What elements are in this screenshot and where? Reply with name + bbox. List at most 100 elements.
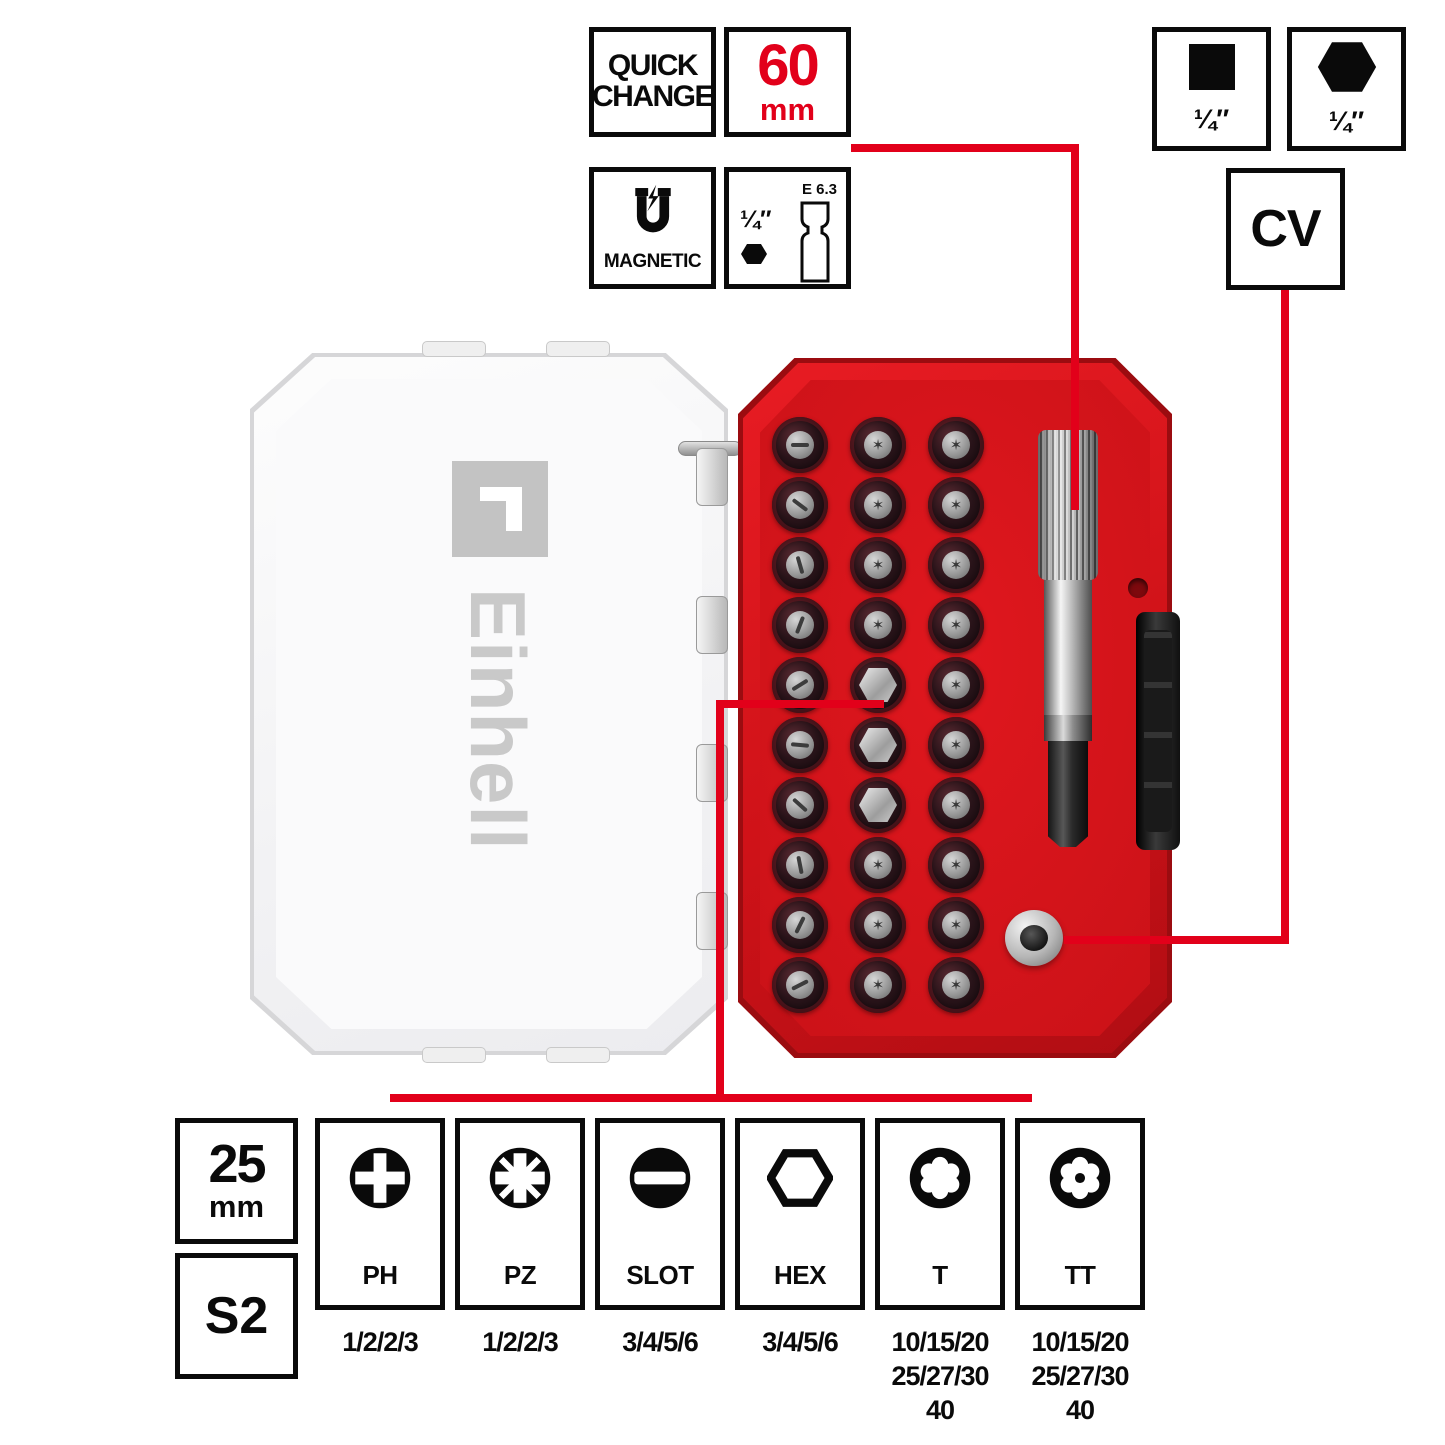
bit-socket: ✶	[850, 477, 906, 533]
case-hole	[1128, 578, 1148, 598]
hex-shank-profile-icon	[795, 200, 835, 289]
torx-bit-tip: ✶	[942, 971, 970, 999]
shank-length-value: 60	[757, 32, 819, 98]
torx-bit-tip: ✶	[864, 611, 892, 639]
torx-bit-tip: ✶	[864, 851, 892, 879]
torx-bit-tip: ✶	[864, 911, 892, 939]
bit-socket: ✶	[928, 417, 984, 473]
bit-socket: ✶	[928, 477, 984, 533]
bit-socket: ✶	[928, 897, 984, 953]
quick-change-line2: CHANGE	[592, 80, 715, 113]
badge-s2: S2	[175, 1253, 298, 1379]
case-lid: Einhell	[250, 341, 728, 1063]
shank-length-unit: mm	[759, 92, 816, 128]
callout-line-bits-horizontal	[716, 700, 884, 708]
callout-line-bottom-bracket	[390, 1094, 1032, 1102]
torx-bit-tip: ✶	[942, 431, 970, 459]
hinge-knuckle	[696, 596, 728, 654]
torx-bit-tip: ✶	[864, 431, 892, 459]
square-drive-icon	[1188, 43, 1236, 96]
bit-socket	[772, 837, 828, 893]
slot-bit-tip	[786, 911, 814, 939]
bit-socket: ✶	[928, 657, 984, 713]
hex-drive-icon	[1317, 41, 1377, 98]
lid-latch-tab	[422, 341, 486, 357]
brand-logo-text: Einhell	[454, 588, 542, 851]
square-drive-size: ¼″	[1193, 104, 1230, 134]
badge-25mm: 25 mm	[175, 1118, 298, 1244]
hinge-knuckle	[696, 448, 728, 506]
badge-bit-profile: E 6.3 ¼″	[724, 167, 851, 289]
slot-bit-tip	[786, 851, 814, 879]
slot-bit-tip	[786, 431, 814, 459]
bit-socket: ✶	[928, 957, 984, 1013]
torx-bit-tip: ✶	[942, 911, 970, 939]
bit-socket	[772, 477, 828, 533]
torx-bit-tip: ✶	[942, 791, 970, 819]
bit-length-unit: mm	[208, 1189, 265, 1225]
torx-bit-tip: ✶	[864, 971, 892, 999]
hex-head-bit	[859, 668, 897, 702]
bit-socket	[772, 537, 828, 593]
slot-bit-tip	[786, 971, 814, 999]
slot-bit-tip	[786, 491, 814, 519]
steel-grade-label: S2	[204, 1287, 269, 1345]
slot-bit-tip	[786, 551, 814, 579]
quarter-inch-adapter	[1005, 910, 1063, 966]
bit-holder-knurl	[1038, 430, 1098, 580]
hex-drive-size: ¼″	[1328, 106, 1365, 136]
bit-socket: ✶	[850, 537, 906, 593]
bit-holder-hex-shank	[1048, 741, 1088, 847]
quick-change-line1: QUICK	[607, 49, 699, 83]
hex-head-bit	[859, 728, 897, 762]
hex-head-bit	[859, 788, 897, 822]
magnetic-label: MAGNETIC	[603, 250, 702, 272]
badge-magnetic: MAGNETIC	[589, 167, 716, 289]
torx-bit-tip: ✶	[942, 551, 970, 579]
callout-line-cv-vertical	[1281, 290, 1289, 944]
torx-bit-tip: ✶	[942, 491, 970, 519]
torx-bit-tip: ✶	[942, 851, 970, 879]
bit-socket: ✶	[850, 897, 906, 953]
badge-square-drive: ¼″	[1152, 27, 1271, 151]
torx-bit-tip: ✶	[942, 671, 970, 699]
bit-socket: ✶	[850, 957, 906, 1013]
badge-hex-drive: ¼″	[1287, 27, 1406, 151]
badge-60mm: 60 mm	[724, 27, 851, 137]
torx-bit-tip: ✶	[942, 731, 970, 759]
bit-socket	[772, 717, 828, 773]
bit-standard-label: E 6.3	[801, 181, 837, 198]
torx-bit-tip: ✶	[864, 551, 892, 579]
bit-socket	[772, 597, 828, 653]
magnet-icon	[624, 184, 682, 247]
bit-size-label: ¼″	[740, 206, 772, 233]
bit-socket	[772, 777, 828, 833]
bit-length-value: 25	[208, 1133, 266, 1194]
bit-socket: ✶	[928, 777, 984, 833]
badge-cv: CV	[1226, 168, 1345, 290]
callout-line-60mm-horizontal	[851, 144, 1075, 152]
bit-socket	[850, 777, 906, 833]
magnetic-bit-holder	[1038, 430, 1098, 850]
bit-socket	[850, 717, 906, 773]
bit-socket: ✶	[850, 597, 906, 653]
slot-bit-tip	[786, 791, 814, 819]
bit-socket	[772, 417, 828, 473]
slot-bit-tip	[786, 731, 814, 759]
bits-grid: ✶ ✶ ✶ ✶ ✶ ✶ ✶ ✶ ✶ ✶ ✶ ✶ ✶ ✶ ✶ ✶ ✶	[772, 417, 984, 1013]
bit-socket	[772, 957, 828, 1013]
callout-line-bits-vertical	[716, 700, 724, 1102]
torx-bit-tip: ✶	[942, 611, 970, 639]
slot-bit-tip	[786, 611, 814, 639]
bit-holder-ring	[1044, 715, 1092, 741]
lid-latch-tab	[546, 1047, 610, 1063]
callout-line-60mm-vertical	[1071, 144, 1079, 510]
bit-socket: ✶	[850, 837, 906, 893]
bit-socket: ✶	[928, 837, 984, 893]
badge-quick-change: QUICK CHANGE	[589, 27, 716, 137]
bit-socket: ✶	[850, 417, 906, 473]
material-label: CV	[1250, 200, 1321, 258]
einhell-logo-mark-icon	[452, 461, 548, 557]
